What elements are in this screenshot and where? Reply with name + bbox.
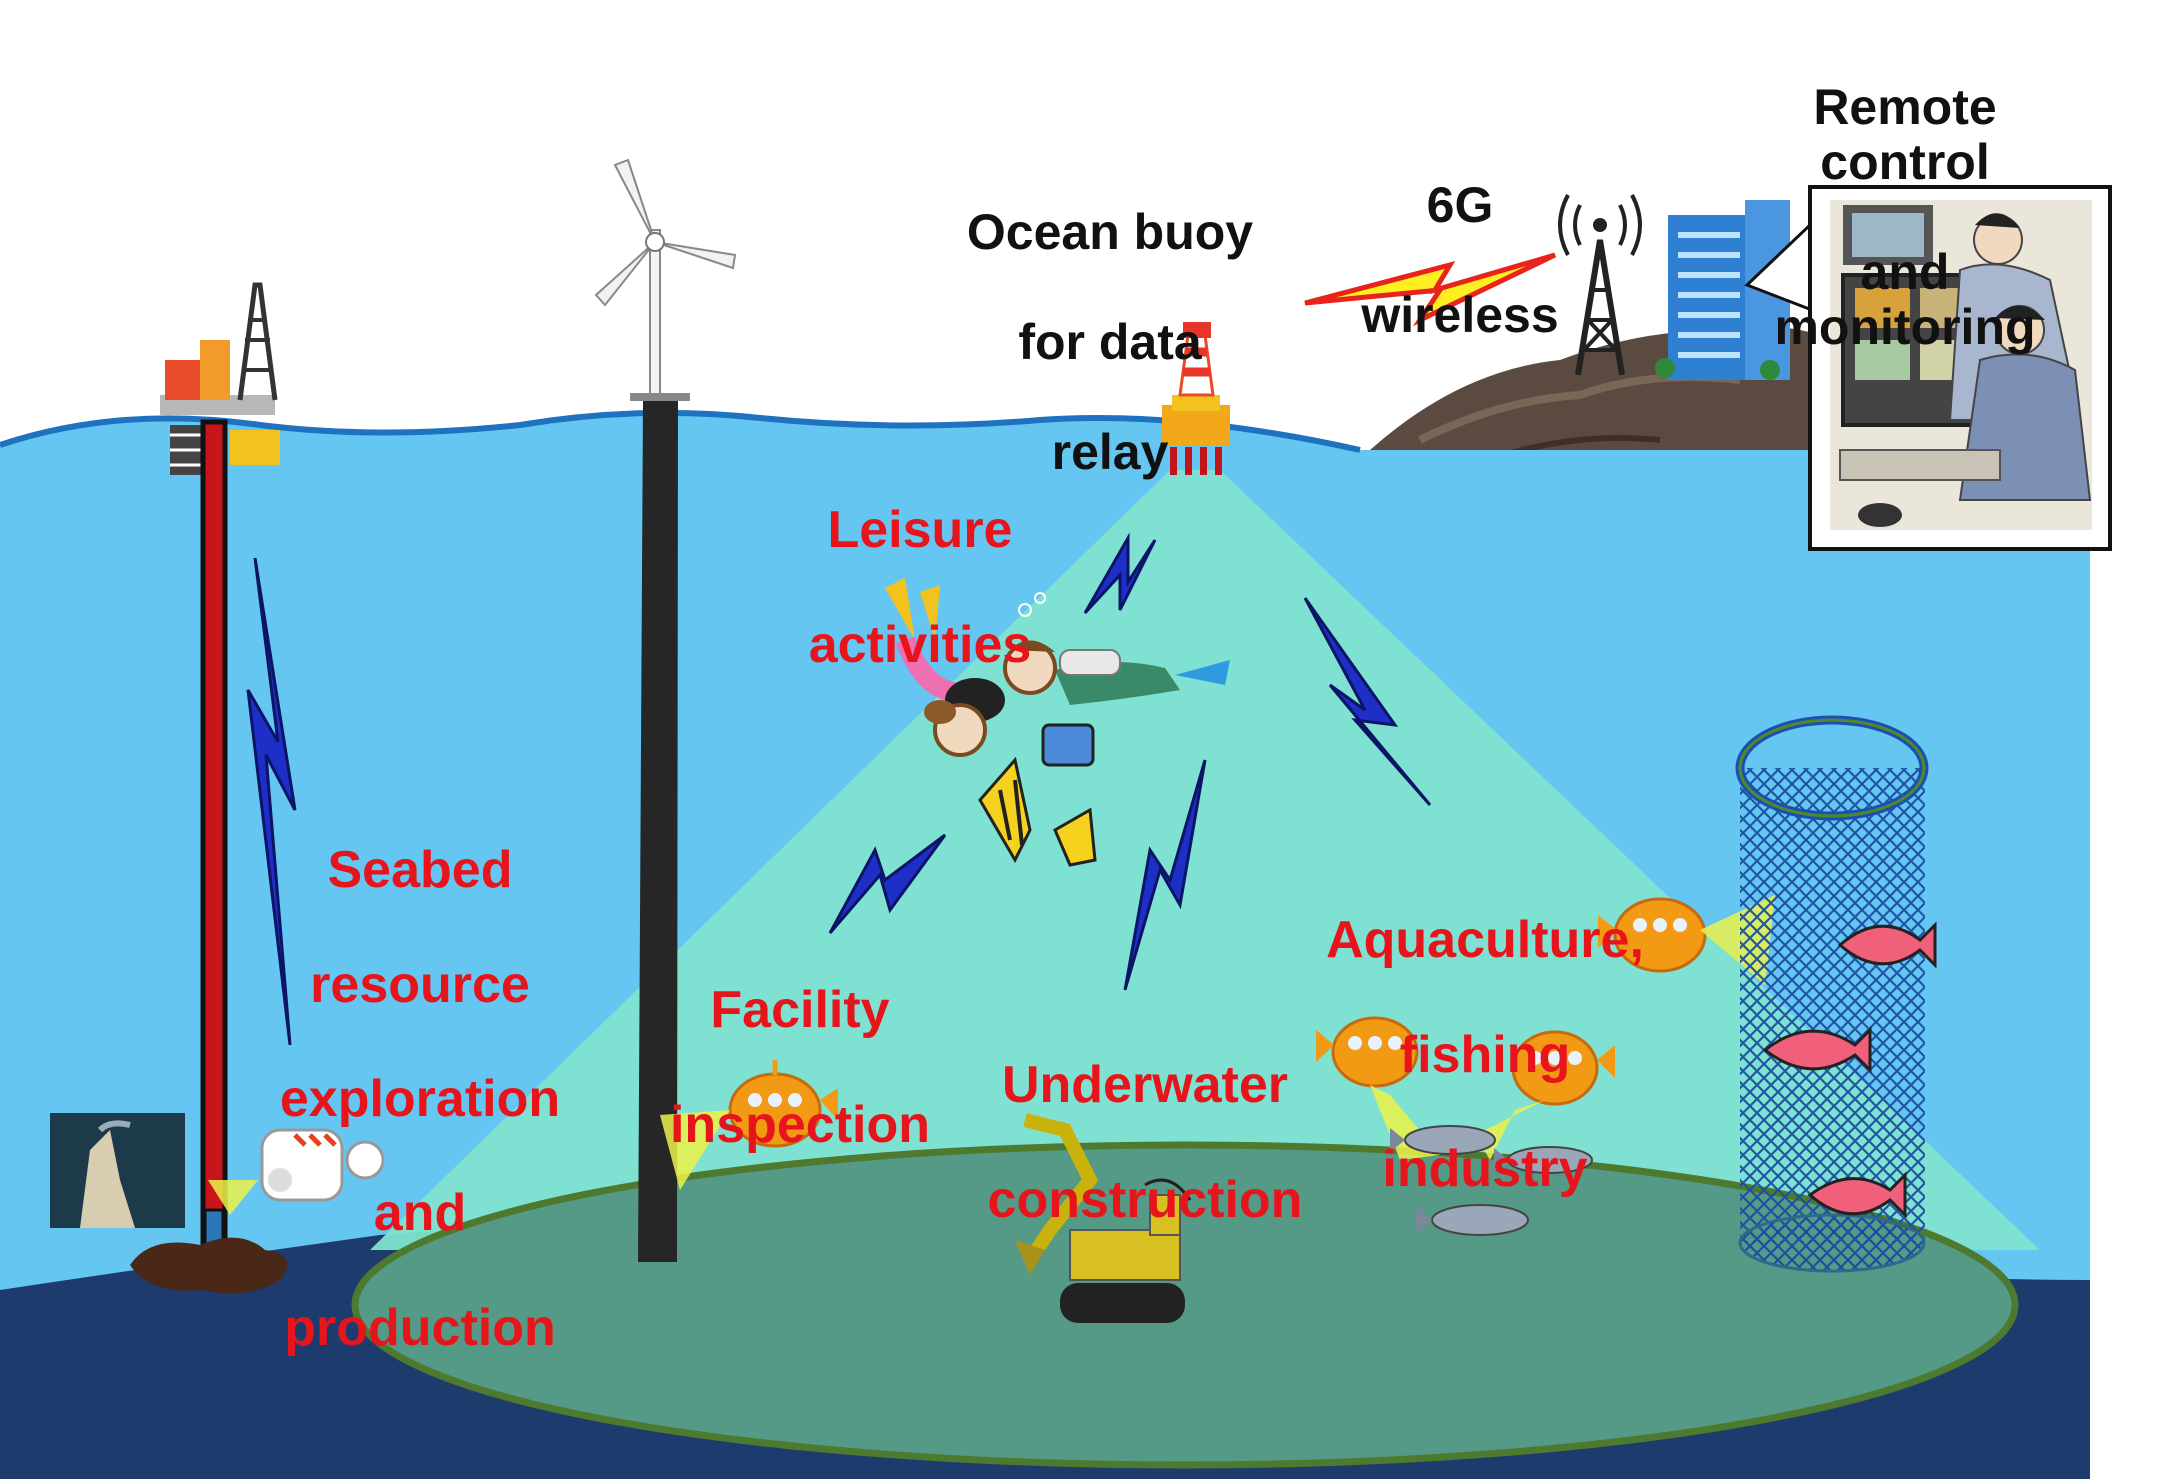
signal-bolt-icon xyxy=(1123,759,1207,991)
submarine-drone xyxy=(1598,897,1707,973)
control-room-illustration xyxy=(1744,185,2112,551)
label-remote-control: Remote control and monitoring xyxy=(1740,25,2070,410)
label-line: wireless xyxy=(1361,287,1559,343)
label-6g-wireless: 6G wireless xyxy=(1340,123,1580,398)
ocean-buoy xyxy=(1162,322,1230,475)
label-seabed-resource: Seabed resource exploration and producti… xyxy=(270,785,570,1414)
signal-bolts xyxy=(246,532,1432,1046)
survey-rov xyxy=(260,1128,385,1202)
label-line: inspection xyxy=(669,1095,931,1154)
aquaculture-net-pen xyxy=(1735,715,1929,1273)
label-line: resource xyxy=(310,955,530,1014)
red-sea-bream xyxy=(1762,921,1937,1219)
signal-bolt-icon xyxy=(246,557,297,1046)
label-line: Seabed xyxy=(327,841,513,900)
antenna-tower-icon xyxy=(1558,194,1642,376)
wireless-bolt-icon xyxy=(1304,252,1557,327)
label-aquaculture-fishing: Aquaculture, fishing industry xyxy=(1320,855,1650,1255)
label-leisure-activities: Leisure activities xyxy=(780,445,1060,731)
label-line: relay xyxy=(1051,424,1169,480)
label-line: industry xyxy=(1382,1139,1588,1198)
office-building xyxy=(1655,200,1790,380)
label-line: activities xyxy=(808,615,1032,674)
signal-bolt-icon xyxy=(828,833,947,934)
label-line: exploration xyxy=(279,1069,561,1128)
submarine-drone xyxy=(1511,1030,1615,1106)
label-ocean-buoy: Ocean buoy for data relay xyxy=(960,150,1260,535)
label-line: 6G xyxy=(1426,177,1494,233)
signal-bolt-icon xyxy=(1303,597,1432,806)
underwater-excavator xyxy=(1015,1113,1192,1323)
label-line: and xyxy=(373,1184,467,1243)
angelfish xyxy=(978,756,1097,867)
label-line: Remote control xyxy=(1813,79,1997,190)
label-line: Facility xyxy=(710,981,890,1040)
label-line: Aquaculture, xyxy=(1326,911,1644,970)
coverage-cone xyxy=(370,470,2040,1250)
drill-pipe xyxy=(200,419,228,1255)
label-line: construction xyxy=(987,1170,1303,1229)
hydrothermal-vent-photo xyxy=(50,1113,185,1228)
label-underwater-construction: Underwater construction xyxy=(985,1000,1305,1286)
label-line: Leisure xyxy=(827,501,1013,560)
label-line: Underwater xyxy=(1001,1056,1289,1115)
submarine-drone xyxy=(1316,1016,1419,1088)
label-line: and monitoring xyxy=(1774,244,2036,355)
label-line: Ocean buoy xyxy=(966,204,1254,260)
label-line: for data xyxy=(1018,314,1202,370)
label-line: fishing xyxy=(1399,1025,1571,1084)
label-facility-inspection: Facility inspection xyxy=(660,925,940,1211)
oil-deposit xyxy=(130,1237,288,1294)
rov-light-beam xyxy=(208,1180,258,1215)
tuna-school xyxy=(1390,1125,1593,1236)
signal-bolt-icon xyxy=(1083,532,1157,615)
wind-turbine xyxy=(594,158,737,1262)
label-line: production xyxy=(284,1298,556,1357)
drone-light-beam xyxy=(660,1110,730,1190)
scuba-divers xyxy=(885,578,1230,767)
